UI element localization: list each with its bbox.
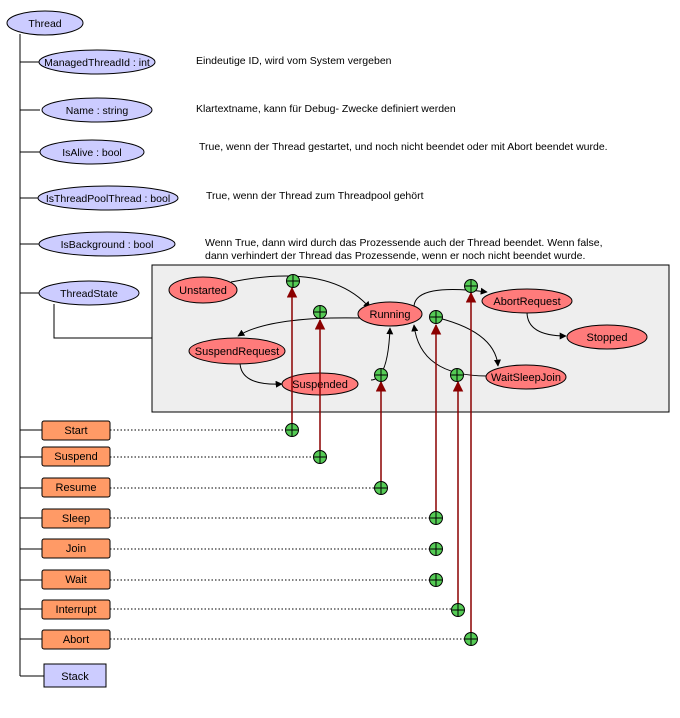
state-running: Running — [357, 301, 423, 327]
method-label: Sleep — [62, 513, 90, 525]
method-wait: Wait — [41, 569, 111, 590]
thread-root-label: Thread — [28, 18, 61, 30]
connector-circles — [285, 274, 478, 646]
state-suspendrequest: SuspendRequest — [188, 337, 286, 365]
stack-label: Stack — [61, 671, 89, 683]
method-label: Interrupt — [56, 604, 97, 616]
state-stopped: Stopped — [566, 324, 648, 350]
thread-root-node: Thread — [6, 10, 84, 36]
state-label: Stopped — [587, 332, 628, 344]
property-description: True, wenn der Thread zum Threadpool geh… — [206, 190, 424, 202]
property-managedthreadid: ManagedThreadId : int Eindeutige ID, wir… — [38, 49, 392, 75]
method-label: Start — [64, 425, 87, 437]
property-description: dann verhindert der Thread das Prozessen… — [205, 250, 585, 262]
state-unstarted: Unstarted — [168, 276, 238, 304]
property-label: Name : string — [66, 105, 129, 117]
property-description: Eindeutige ID, wird vom System vergeben — [196, 55, 392, 67]
method-label: Resume — [56, 482, 97, 494]
method-sleep: Sleep — [41, 508, 111, 529]
state-label: AbortRequest — [493, 296, 560, 308]
connector-node — [429, 573, 443, 587]
state-transitions — [230, 275, 567, 388]
property-label: ThreadState — [60, 288, 118, 300]
transition-suspended-running — [370, 327, 394, 381]
method-label: Wait — [65, 574, 87, 586]
method-join: Join — [41, 538, 111, 559]
method-abort: Abort — [41, 629, 111, 650]
connector-node — [429, 310, 443, 324]
property-label: ManagedThreadId : int — [44, 57, 150, 69]
method-trigger-lines — [110, 286, 477, 640]
property-label: IsAlive : bool — [62, 147, 122, 159]
transition-suspendrequest-suspended — [239, 361, 283, 388]
connector-node — [313, 305, 327, 319]
property-threadstate: ThreadState — [38, 280, 140, 306]
property-label: IsBackground : bool — [61, 239, 154, 251]
connector-node — [464, 632, 478, 646]
connector-node — [285, 423, 299, 437]
method-start: Start — [41, 420, 111, 441]
connector-node — [464, 279, 478, 293]
state-label: WaitSleepJoin — [491, 372, 561, 384]
tree-connectors — [19, 34, 152, 677]
transition-unstarted-running — [230, 275, 371, 309]
connector-node — [450, 368, 464, 382]
property-isthreadpoolthread: IsThreadPoolThread : bool True, wenn der… — [37, 185, 424, 211]
property-isalive: IsAlive : bool True, wenn der Thread ges… — [39, 139, 608, 165]
method-resume: Resume — [41, 477, 111, 498]
connector-node — [374, 368, 388, 382]
state-abortrequest: AbortRequest — [481, 288, 573, 314]
state-label: SuspendRequest — [195, 346, 279, 358]
method-label: Abort — [63, 634, 89, 646]
connector-node — [451, 603, 465, 617]
connector-node — [429, 511, 443, 525]
stack-node: Stack — [43, 663, 107, 688]
transition-abortrequest-stopped — [526, 311, 567, 340]
state-label: Running — [370, 309, 411, 321]
property-label: IsThreadPoolThread : bool — [46, 193, 170, 205]
property-name: Name : string Klartextname, kann für Deb… — [41, 97, 456, 123]
connector-node — [286, 274, 300, 288]
property-description: Klartextname, kann für Debug- Zwecke def… — [196, 103, 456, 115]
property-description: Wenn True, dann wird durch das Prozessen… — [205, 237, 603, 249]
property-isbackground: IsBackground : bool Wenn True, dann wird… — [38, 231, 603, 262]
property-description: True, wenn der Thread gestartet, und noc… — [199, 141, 608, 153]
state-label: Unstarted — [179, 285, 227, 297]
method-suspend: Suspend — [41, 446, 111, 467]
connector-node — [429, 542, 443, 556]
connector-node — [313, 450, 327, 464]
method-label: Join — [66, 543, 86, 555]
method-label: Suspend — [54, 451, 97, 463]
method-interrupt: Interrupt — [41, 599, 111, 620]
connector-node — [374, 481, 388, 495]
transition-running-suspendrequest — [237, 317, 363, 337]
state-waitsleepjoin: WaitSleepJoin — [485, 364, 567, 390]
